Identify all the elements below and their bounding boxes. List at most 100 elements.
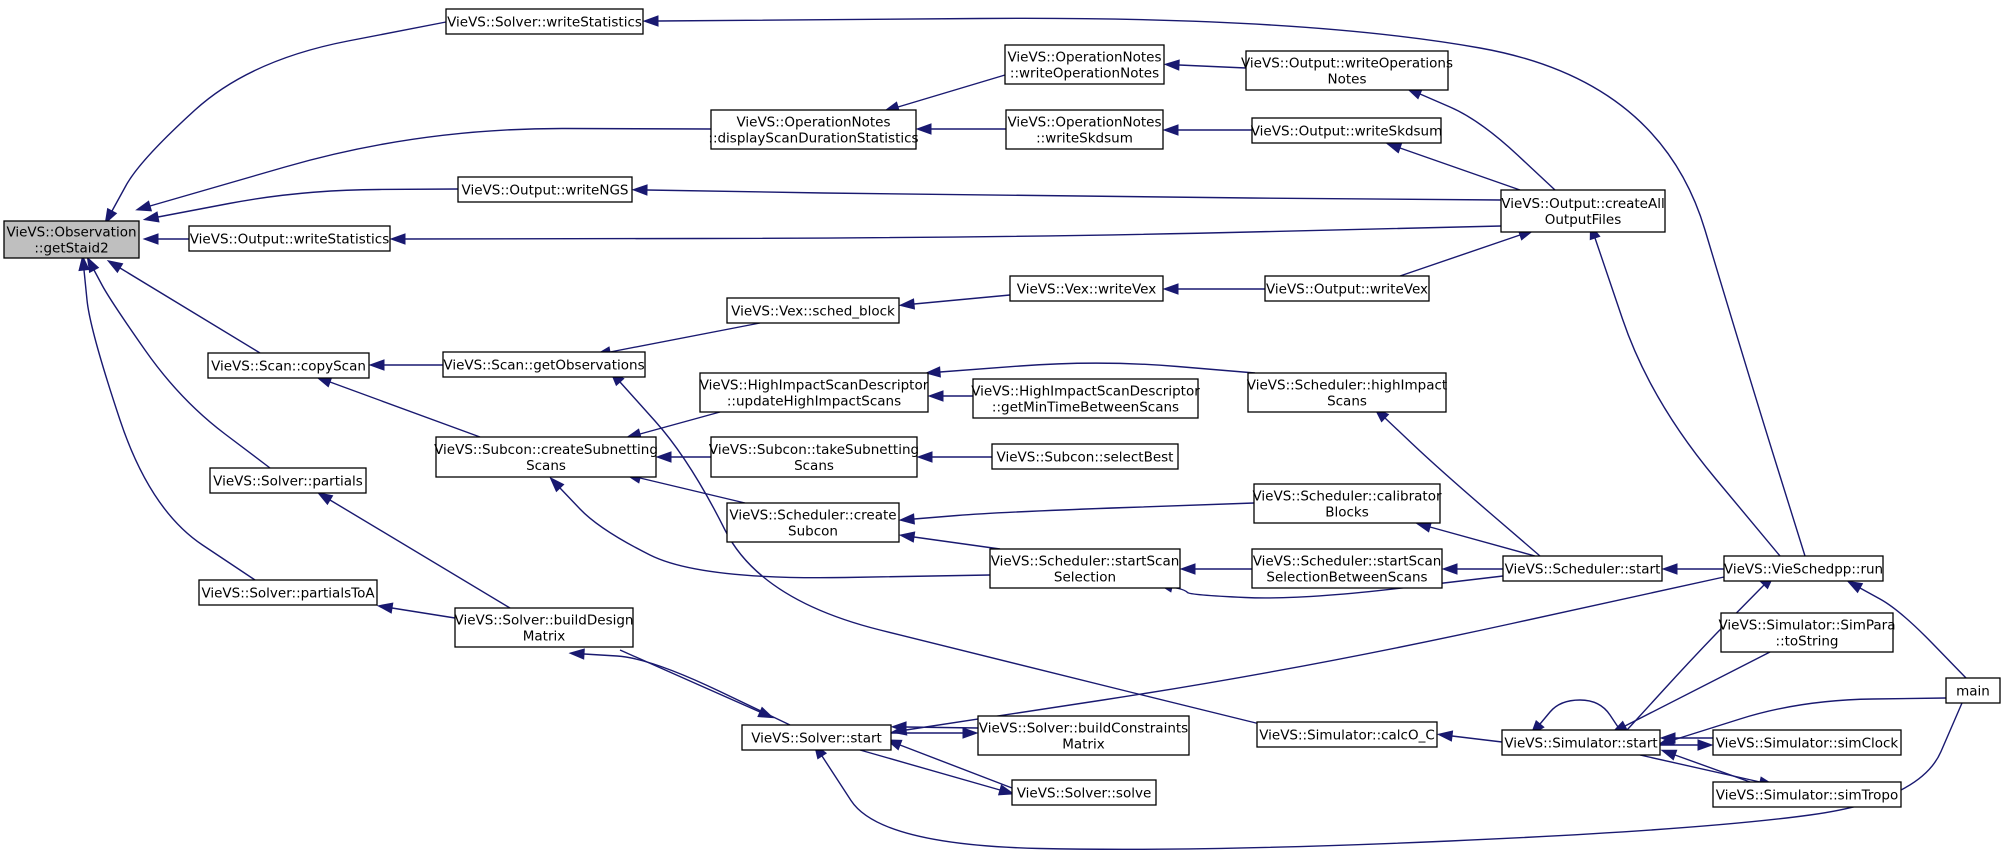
node-label: OutputFiles: [1545, 212, 1622, 228]
node-label: VieVS::Scheduler::calibrator: [1252, 489, 1441, 505]
edge-outputCreateAllOutputFiles-to-outputWriteStatistics: [389, 225, 1502, 245]
node-getMinTimeBetweenScans[interactable]: VieVS::HighImpactScanDescriptor::getMinT…: [971, 378, 1200, 419]
node-schedulerStart[interactable]: VieVS::Scheduler::start: [1502, 555, 1663, 582]
node-box: [435, 436, 657, 478]
node-simulatorSimClock[interactable]: VieVS::Simulator::simClock: [1712, 729, 1902, 756]
node-label: ::toString: [1776, 634, 1839, 650]
node-opNotesWriteSkdsum[interactable]: VieVS::OperationNotes::writeSkdsum: [1005, 109, 1164, 150]
node-simulatorStart[interactable]: VieVS::Simulator::start: [1501, 729, 1661, 756]
edge-outputWriteStatistics-to-getStaid2: [142, 233, 189, 245]
node-opNotesWriteOperationNotes[interactable]: VieVS::OperationNotes::writeOperationNot…: [1004, 44, 1165, 85]
node-label: Scans: [526, 458, 566, 474]
node-box: [1004, 44, 1165, 85]
node-main[interactable]: main: [1945, 677, 2001, 704]
node-vexSchedBlock[interactable]: VieVS::Vex::sched_block: [726, 297, 900, 324]
node-label: VieVS::Subcon::createSubnetting: [434, 442, 658, 458]
node-label: Matrix: [1062, 737, 1105, 753]
node-label: VieVS::Scheduler::startScan: [991, 554, 1180, 570]
node-vexWriteVex[interactable]: VieVS::Vex::writeVex: [1009, 275, 1164, 302]
node-label: SelectionBetweenScans: [1266, 570, 1427, 586]
node-outputWriteSkdsum[interactable]: VieVS::Output::writeSkdsum: [1251, 117, 1443, 144]
node-box: [457, 176, 633, 203]
node-schedulerStartScanSelectionBetween[interactable]: VieVS::Scheduler::startScanSelectionBetw…: [1251, 548, 1443, 589]
node-solverPartials[interactable]: VieVS::Solver::partials: [209, 467, 367, 494]
node-box: [726, 502, 900, 543]
node-subconSelectBest[interactable]: VieVS::Subcon::selectBest: [991, 443, 1179, 470]
node-box: [1502, 555, 1663, 582]
node-simulatorCalcOC[interactable]: VieVS::Simulator::calcO_C: [1256, 721, 1438, 748]
node-box: [710, 436, 918, 478]
edge-outputCreateAllOutputFiles-to-outputWriteOperationsNotes: [1405, 87, 1556, 191]
node-label: VieVS::Subcon::takeSubnetting: [709, 442, 919, 458]
node-box: [1253, 483, 1441, 524]
node-box: [1251, 548, 1443, 589]
edge-outputWriteVex-to-vexWriteVex: [1162, 283, 1265, 295]
edge-solverStart-to-solverSolve: [859, 749, 1015, 796]
node-scanGetObservations[interactable]: VieVS::Scan::getObservations: [442, 351, 646, 378]
node-label: VieVS::Simulator::calcO_C: [1259, 728, 1435, 744]
node-outputWriteVex[interactable]: VieVS::Output::writeVex: [1264, 275, 1430, 302]
node-solverWriteStatistics[interactable]: VieVS::Solver::writeStatistics: [445, 8, 644, 35]
node-scanCopyScan[interactable]: VieVS::Scan::copyScan: [207, 352, 370, 379]
node-simParaToString[interactable]: VieVS::Simulator::SimPara::toString: [1718, 612, 1896, 653]
node-solverSolve[interactable]: VieVS::Solver::solve: [1011, 779, 1157, 806]
node-label: Blocks: [1325, 505, 1369, 521]
edge-solverStart-to-solverBuildDesignMatrix: [568, 648, 791, 726]
node-simulatorSimTropo[interactable]: VieVS::Simulator::simTropo: [1712, 781, 1902, 808]
node-box: [3, 220, 140, 259]
edge-vieSchedppRun-to-solverStart: [890, 576, 1725, 736]
node-box: [977, 715, 1190, 756]
edge-schedulerCalibratorBlocks-to-schedulerCreateSubcon: [898, 502, 1255, 525]
edge-outputWriteOperationsNotes-to-opNotesWriteOperationNotes: [1163, 59, 1247, 71]
node-label: ::getStaid2: [34, 241, 108, 257]
node-getStaid2[interactable]: VieVS::Observation::getStaid2: [3, 220, 140, 259]
node-label: Scans: [1327, 394, 1367, 410]
node-label: VieVS::Simulator::simClock: [1716, 736, 1899, 752]
node-label: VieVS::Output::writeOperations: [1241, 56, 1453, 72]
node-box: [445, 8, 644, 35]
node-label: VieVS::Scheduler::startScan: [1253, 554, 1442, 570]
node-outputWriteNGS[interactable]: VieVS::Output::writeNGS: [457, 176, 633, 203]
node-box: [209, 467, 367, 494]
node-solverPartialsToA[interactable]: VieVS::Solver::partialsToA: [198, 579, 378, 606]
node-box: [726, 297, 900, 324]
node-solverStart[interactable]: VieVS::Solver::start: [741, 724, 892, 751]
node-box: [972, 378, 1199, 419]
node-displayScanDuration[interactable]: VieVS::OperationNotes::displayScanDurati…: [708, 109, 919, 150]
node-box: [1712, 781, 1902, 808]
edge-vieSchedppRun-to-outputCreateAllOutputFiles: [1589, 223, 1781, 557]
node-box: [741, 724, 892, 751]
node-outputWriteStatistics[interactable]: VieVS::Output::writeStatistics: [188, 225, 391, 252]
edge-scanGetObservations-to-scanCopyScan: [368, 359, 443, 371]
edge-simulatorCalcOC-to-scanGetObservations: [609, 370, 1261, 725]
node-label: VieVS::Scan::copyScan: [211, 359, 366, 375]
node-updateHighImpactScans[interactable]: VieVS::HighImpactScanDescriptor::updateH…: [699, 372, 929, 413]
node-label: VieVS::Solver::partialsToA: [201, 586, 375, 602]
edge-subconSelectBest-to-subconTakeSubnettingScans: [916, 451, 992, 463]
node-label: VieVS::VieSchedpp::run: [1724, 562, 1883, 578]
edge-scanCopyScan-to-getStaid2: [106, 259, 261, 354]
edge-opNotesWriteSkdsum-to-displayScanDuration: [915, 123, 1006, 135]
node-vieSchedppRun[interactable]: VieVS::VieSchedpp::run: [1723, 555, 1884, 582]
edge-updateHighImpactScans-to-subconCreateSubnettingScans: [625, 411, 721, 440]
node-label: ::writeSkdsum: [1036, 131, 1133, 147]
node-label: VieVS::Output::writeStatistics: [190, 232, 390, 248]
node-label: ::writeOperationNotes: [1010, 66, 1159, 82]
edge-vieSchedppRun-to-schedulerStart: [1661, 563, 1724, 575]
node-box: [989, 548, 1181, 589]
node-label: Matrix: [523, 629, 566, 645]
edges-layer: [78, 15, 1967, 851]
node-box: [1712, 729, 1902, 756]
node-label: VieVS::Vex::writeVex: [1017, 282, 1156, 298]
